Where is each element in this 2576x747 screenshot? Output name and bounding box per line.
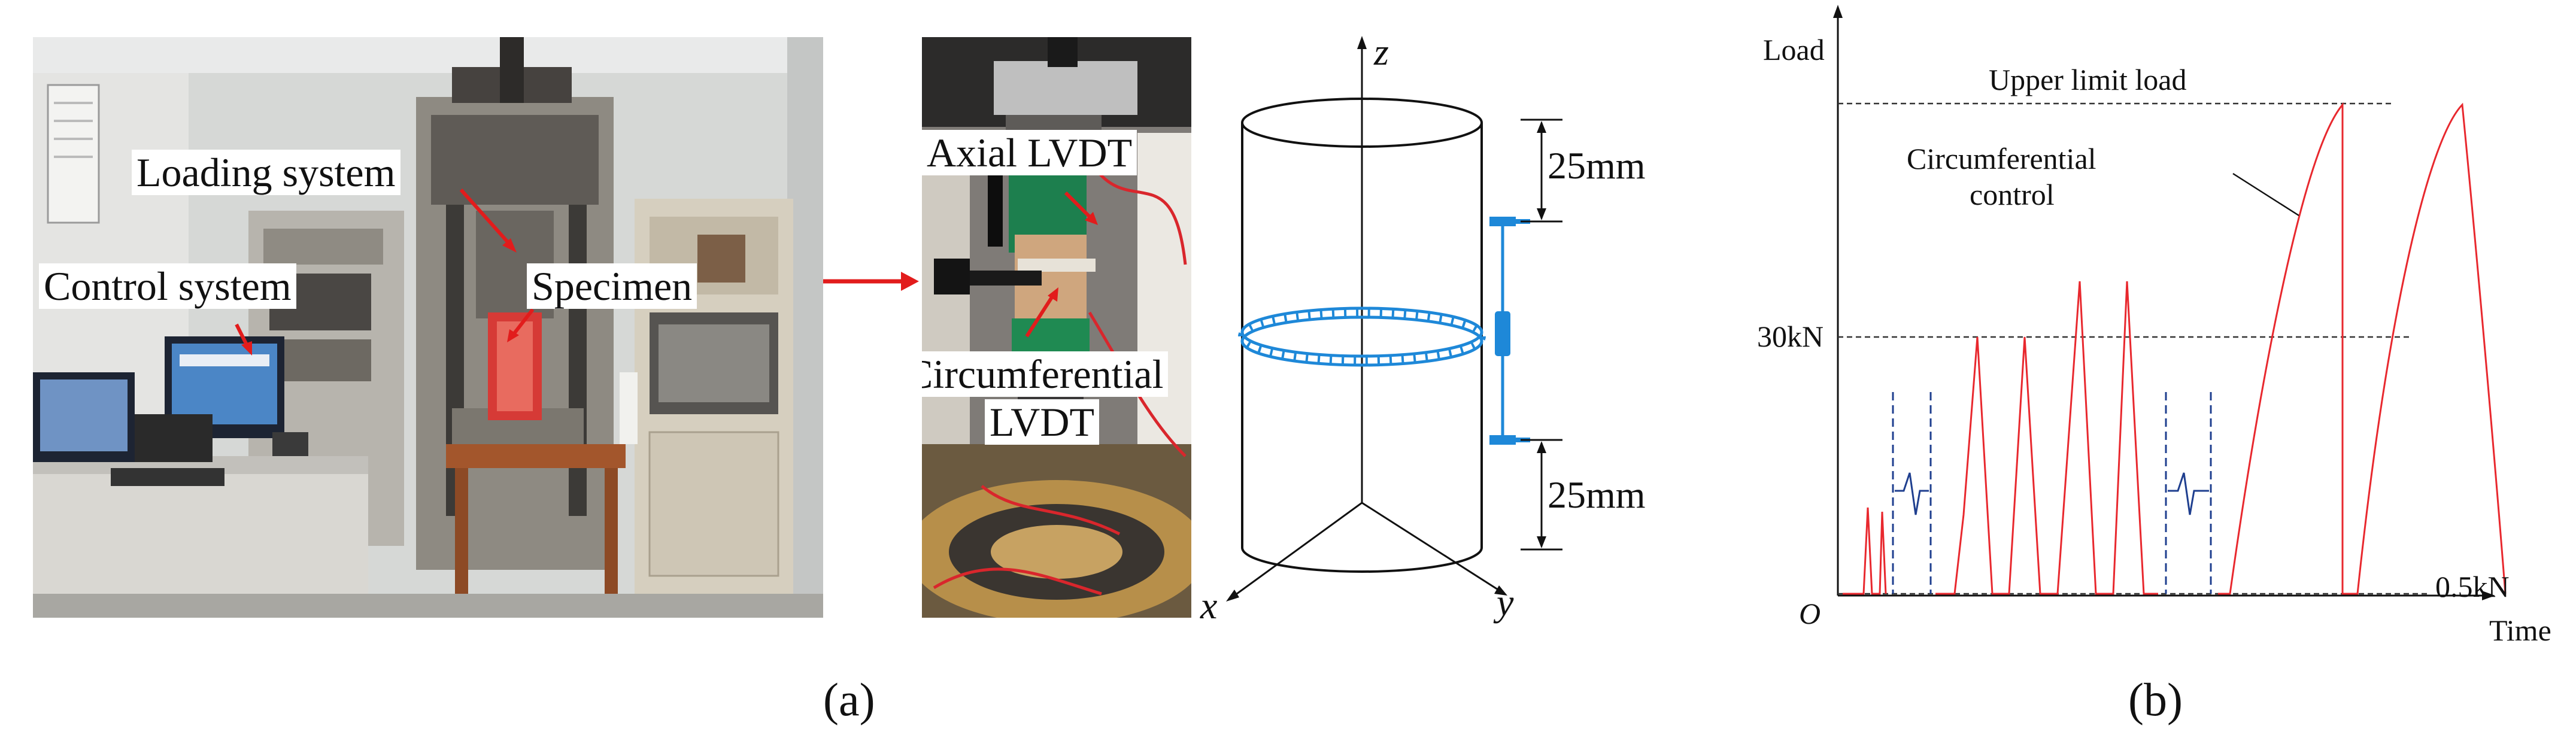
- load-path: [1843, 102, 2507, 595]
- specimen-schematic: [1226, 36, 1562, 602]
- 05kn-label: 0.5kN: [2435, 570, 2510, 603]
- control-system-label: Control system: [39, 263, 296, 309]
- z-axis-label: z: [1374, 31, 1389, 73]
- link-arrow: [823, 272, 919, 291]
- loading-system-label: Loading system: [132, 150, 400, 195]
- y-axis: [1361, 502, 1503, 594]
- closeup-drawing: [922, 37, 1191, 618]
- load-scheme-plot: [1833, 5, 2507, 600]
- specimen-closeup-photo: Axial LVDT Circumferential LVDT: [922, 37, 1191, 618]
- x-axis-label: x: [1200, 584, 1218, 627]
- annotation-leader: [2232, 172, 2299, 217]
- cylinder-bottom: [1241, 547, 1483, 573]
- lab-photo: Loading system Control system Specimen: [33, 37, 823, 618]
- specimen-label: Specimen: [527, 263, 697, 309]
- caption-b: (b): [2128, 673, 2183, 725]
- lab-photo-drawing: [33, 37, 823, 618]
- y-axis-label: y: [1497, 581, 1514, 624]
- plot-y-label: Load: [1763, 33, 1825, 66]
- plot-x-label: Time: [2489, 614, 2551, 647]
- axial-lvdt-label: Axial LVDT: [922, 130, 1137, 175]
- annotation-label-line1: Circumferential: [1907, 142, 2096, 175]
- origin-label: O: [1799, 597, 1821, 630]
- caption-a: (a): [823, 673, 875, 725]
- axial-lvdt-body: [1495, 311, 1510, 356]
- annotation-label-line2: control: [1970, 178, 2055, 211]
- bottom-spacing-label: 25mm: [1548, 473, 1646, 516]
- circumferential-ring-outer: [1240, 306, 1483, 358]
- circumferential-lvdt-label-line2: LVDT: [985, 399, 1100, 445]
- x-axis: [1230, 502, 1363, 600]
- top-spacing-label: 25mm: [1548, 144, 1646, 187]
- circumferential-lvdt-label-line1: Circumferential: [922, 351, 1169, 397]
- circumferential-ring-inner: [1240, 315, 1483, 367]
- 30kn-label: 30kN: [1757, 320, 1824, 353]
- circumferential-ring-chain: [1238, 308, 1486, 365]
- upper-limit-label: Upper limit load: [1989, 63, 2187, 96]
